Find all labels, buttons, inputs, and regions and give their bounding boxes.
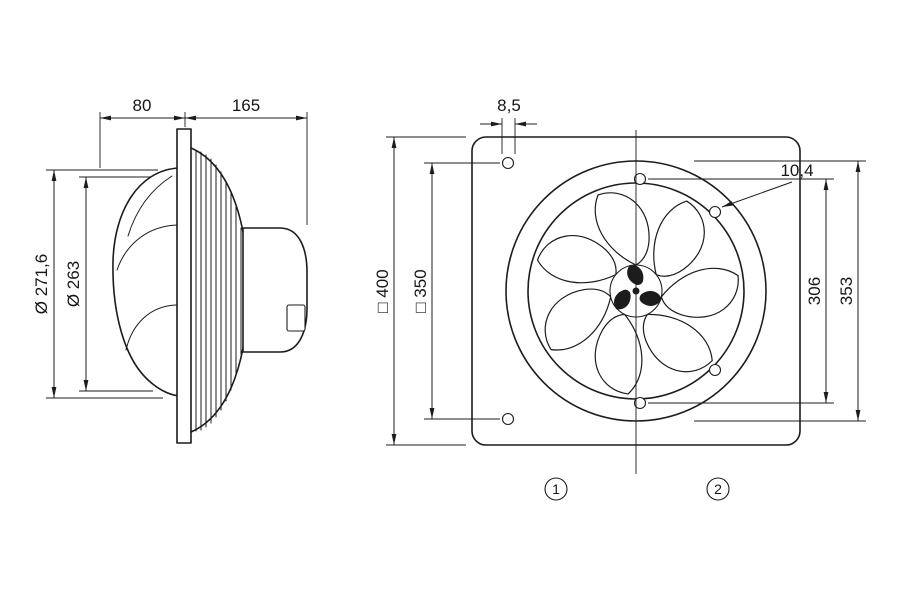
variant-1-number: 1 xyxy=(552,481,560,497)
dim-front-depth: 80 xyxy=(99,96,186,168)
dim-ring-hole-diameter: 10,4 xyxy=(721,161,814,208)
dim-bolt-circle-label: 306 xyxy=(805,277,824,305)
mounting-hole-bolt-circle-upper-right xyxy=(708,205,722,219)
dim-impeller-diameter: Ø 263 xyxy=(64,176,153,392)
variant-1-circle xyxy=(544,477,568,501)
dim-rear-depth-label: 165 xyxy=(232,96,260,115)
dim-ring-hole-diameter-label: 10,4 xyxy=(780,161,813,180)
dim-hole-spacing: □ 350 xyxy=(411,162,500,420)
variant-labels: 1 2 xyxy=(544,477,730,501)
variant-2-label: 2 xyxy=(706,477,730,501)
dim-plate-hole-diameter: 8,5 xyxy=(480,96,537,154)
variant-2-circle xyxy=(706,477,730,501)
motor-terminal-box xyxy=(286,304,306,332)
dim-plate-hole-diameter-label: 8,5 xyxy=(497,96,521,115)
mounting-hole-bolt-circle-bottom xyxy=(633,396,647,410)
variant-2-number: 2 xyxy=(714,481,722,497)
side-view-guard-grille xyxy=(190,147,249,433)
dim-rear-depth: 165 xyxy=(185,96,308,225)
front-view: 8,5 10,4 □ 400 □ 350 306 xyxy=(373,96,866,474)
dim-front-depth-label: 80 xyxy=(133,96,152,115)
dim-outer-diameter-label: Ø 271,6 xyxy=(32,254,51,315)
dim-outer-diameter: Ø 271,6 xyxy=(32,169,163,399)
mounting-hole-bolt-circle-top xyxy=(633,172,647,186)
dim-plate-size: □ 400 xyxy=(373,136,466,446)
side-view-impeller-blades xyxy=(112,167,180,397)
mounting-holes xyxy=(501,156,722,426)
side-view-motor-housing xyxy=(242,227,308,353)
dim-bolt-circle: 306 xyxy=(648,178,834,404)
dim-impeller-diameter-label: Ø 263 xyxy=(64,261,83,307)
dim-hole-spacing-label: □ 350 xyxy=(411,269,430,312)
side-view-wall-plate xyxy=(176,128,192,444)
mounting-hole-corner-top-left xyxy=(501,156,515,170)
mounting-hole-corner-bottom-left xyxy=(501,412,515,426)
variant-1-label: 1 xyxy=(544,477,568,501)
side-view: 80 165 Ø 271,6 Ø 263 xyxy=(32,96,308,444)
dim-plate-size-label: □ 400 xyxy=(373,269,392,312)
dim-flange-diameter-label: 353 xyxy=(837,277,856,305)
dim-flange-diameter: 353 xyxy=(694,160,866,422)
mounting-hole-bolt-circle-lower-right xyxy=(708,363,722,377)
